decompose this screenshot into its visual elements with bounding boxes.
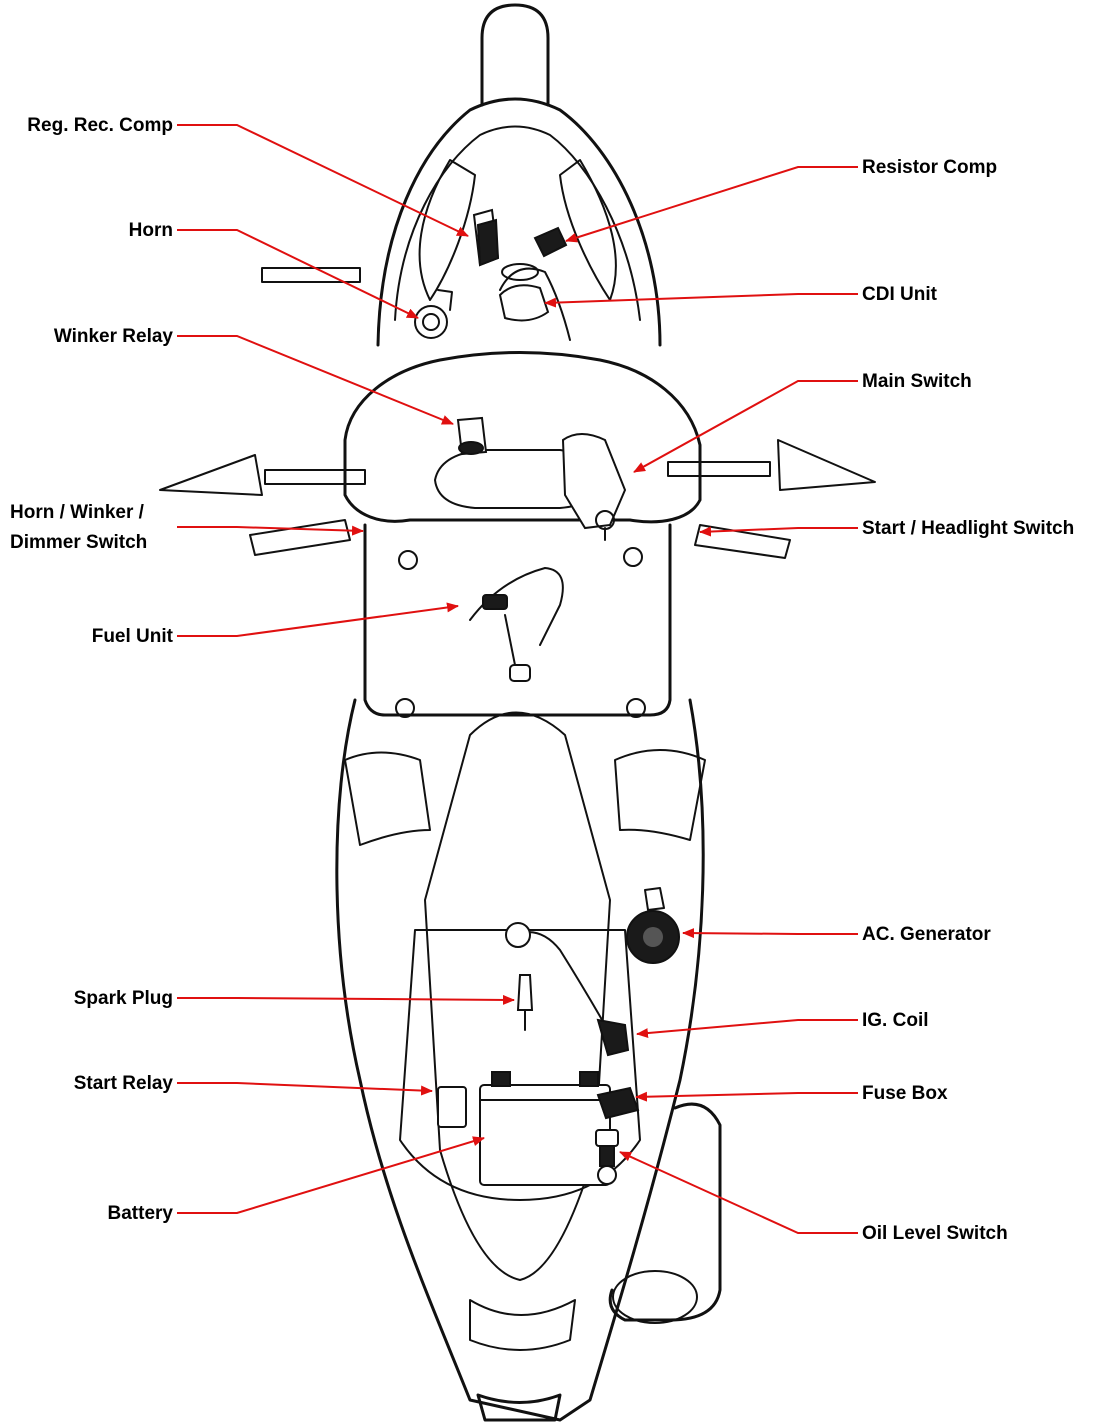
handlebar-cover xyxy=(345,353,700,522)
horn-part xyxy=(415,290,452,338)
start-relay-part xyxy=(438,1087,466,1127)
side-panel-right xyxy=(615,750,705,840)
leader-fuel-unit xyxy=(177,606,458,636)
tail-light xyxy=(470,1300,575,1350)
label-ig-coil: IG. Coil xyxy=(862,1010,929,1031)
cdi-unit-part xyxy=(500,264,548,320)
reg-rec-comp-part xyxy=(474,210,498,265)
muffler-tip xyxy=(613,1271,697,1323)
labels: Reg. Rec. Comp Horn Winker Relay Horn / … xyxy=(10,115,1074,1244)
label-oil-level-switch: Oil Level Switch xyxy=(862,1223,1008,1244)
label-spark-plug: Spark Plug xyxy=(74,988,173,1009)
leader-winker-relay xyxy=(177,336,453,424)
leader-main-switch xyxy=(634,381,858,472)
leader-ig-coil xyxy=(637,1020,858,1034)
resistor-comp-part xyxy=(535,228,566,256)
label-winker-relay: Winker Relay xyxy=(54,326,174,347)
right-mirror xyxy=(778,440,875,490)
leader-horn-winker-dimmer xyxy=(177,527,363,531)
label-ac-generator: AC. Generator xyxy=(862,924,991,945)
leader-ac-generator xyxy=(683,933,858,934)
leader-resistor-comp xyxy=(566,167,858,241)
label-reg-rec-comp: Reg. Rec. Comp xyxy=(27,115,173,136)
label-horn: Horn xyxy=(129,220,173,241)
left-handlebar xyxy=(265,470,365,484)
front-fender xyxy=(482,5,548,105)
label-start-relay: Start Relay xyxy=(74,1073,174,1094)
main-switch-part xyxy=(563,434,625,540)
seat-area xyxy=(425,713,610,1281)
leader-oil-level-switch xyxy=(620,1152,858,1233)
left-mirror xyxy=(160,455,262,495)
leader-cdi-unit xyxy=(545,294,858,303)
leader-start-relay xyxy=(177,1083,432,1091)
spark-plug-part xyxy=(518,975,532,1030)
side-panel-left xyxy=(345,753,430,846)
fuel-unit-part xyxy=(470,568,563,681)
left-brake-lever xyxy=(250,520,350,555)
leader-fuse-box xyxy=(636,1093,858,1097)
scooter-illustration xyxy=(160,5,875,1420)
leader-horn xyxy=(177,230,418,318)
label-cdi-unit: CDI Unit xyxy=(862,284,938,305)
label-main-switch: Main Switch xyxy=(862,371,972,392)
floor-bolt-1 xyxy=(399,551,417,569)
oil-level-switch-part xyxy=(596,1130,618,1184)
left-grip xyxy=(262,268,360,282)
floor-bolt-2 xyxy=(624,548,642,566)
ac-generator-part xyxy=(627,888,679,963)
leader-spark-plug xyxy=(177,998,514,1000)
label-horn-winker-dimmer-line1: Horn / Winker / xyxy=(10,502,145,523)
label-start-headlight-switch: Start / Headlight Switch xyxy=(862,518,1074,539)
battery-part xyxy=(480,1072,610,1185)
leader-battery xyxy=(177,1138,484,1213)
cowl-vent-right xyxy=(560,160,616,300)
label-resistor-comp: Resistor Comp xyxy=(862,157,997,178)
cowl-vent-left xyxy=(420,160,475,300)
label-fuel-unit: Fuel Unit xyxy=(92,626,174,647)
winker-relay-part xyxy=(458,418,486,454)
right-handlebar xyxy=(668,462,770,476)
rear-body-outer xyxy=(337,700,703,1420)
label-horn-winker-dimmer-line2: Dimmer Switch xyxy=(10,532,147,553)
label-fuse-box: Fuse Box xyxy=(862,1083,948,1104)
label-battery: Battery xyxy=(108,1203,174,1224)
